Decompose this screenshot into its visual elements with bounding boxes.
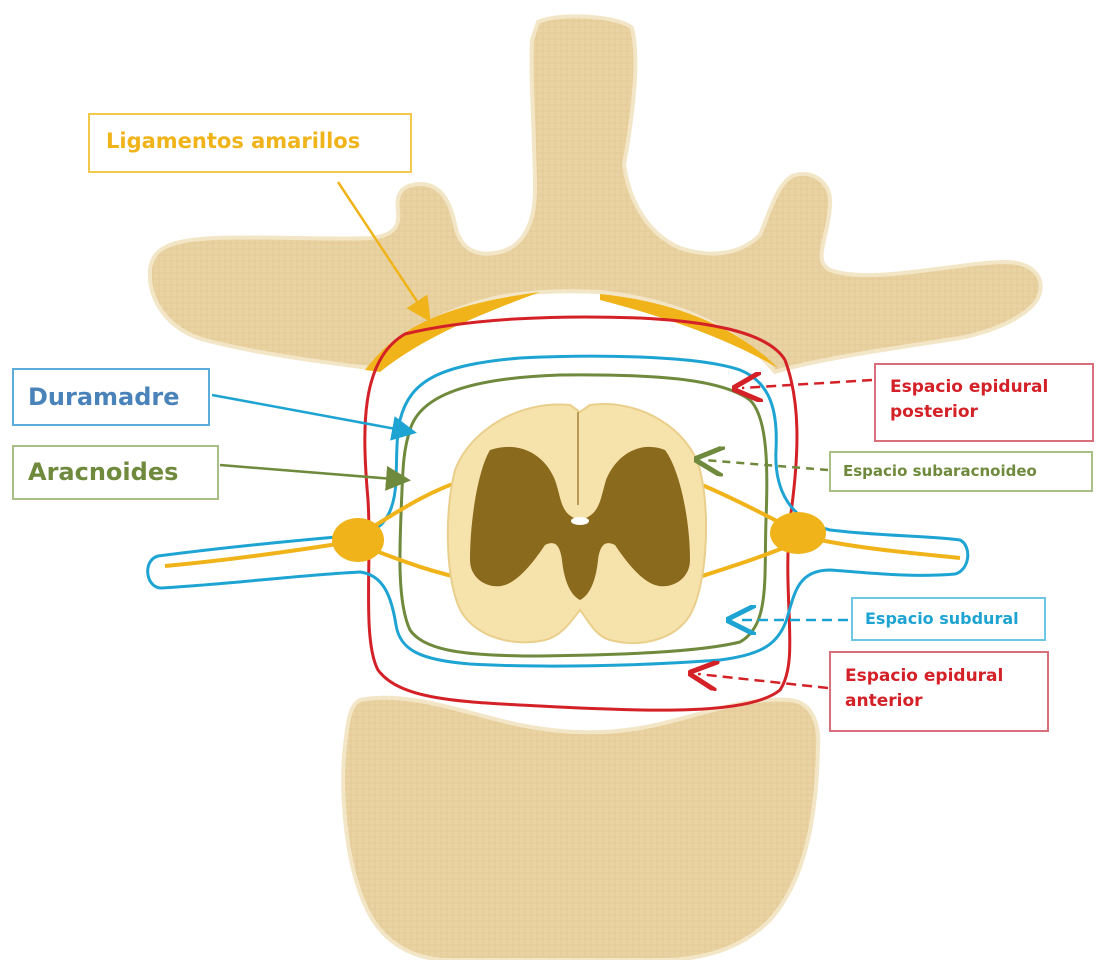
medula-espinal — [448, 404, 706, 643]
label-espacio-subdural: Espacio subdural — [851, 597, 1046, 641]
ganglio-izquierdo — [332, 518, 384, 562]
vertebral-body — [343, 698, 818, 960]
label-aracnoides-text: Aracnoides — [28, 458, 217, 486]
label-duramadre: Duramadre — [12, 368, 210, 426]
label-ligamentos-amarillos: Ligamentos amarillos — [88, 113, 412, 173]
vertebral-arch — [150, 16, 1041, 372]
ganglio-derecho — [770, 512, 826, 554]
label-espacio-subdural-text: Espacio subdural — [865, 609, 1044, 628]
arrow-duramadre — [212, 395, 412, 432]
label-espacio-epidural-anterior-line1: Espacio epidural — [845, 664, 1047, 689]
arrow-aracnoides — [220, 465, 406, 480]
label-duramadre-text: Duramadre — [28, 383, 208, 411]
label-espacio-epidural-posterior: Espacio epidural posterior — [874, 363, 1094, 442]
label-espacio-epidural-posterior-line2: posterior — [890, 400, 1092, 425]
label-ligamentos-amarillos-text: Ligamentos amarillos — [106, 129, 410, 153]
label-espacio-epidural-posterior-line1: Espacio epidural — [890, 375, 1092, 400]
label-aracnoides: Aracnoides — [12, 445, 219, 500]
arrow-epidural-anterior — [698, 674, 828, 688]
label-espacio-subaracnoideo-text: Espacio subaracnoideo — [843, 462, 1091, 480]
label-espacio-epidural-anterior-line2: anterior — [845, 689, 1047, 714]
label-espacio-subaracnoideo: Espacio subaracnoideo — [829, 451, 1093, 492]
label-espacio-epidural-anterior: Espacio epidural anterior — [829, 651, 1049, 732]
